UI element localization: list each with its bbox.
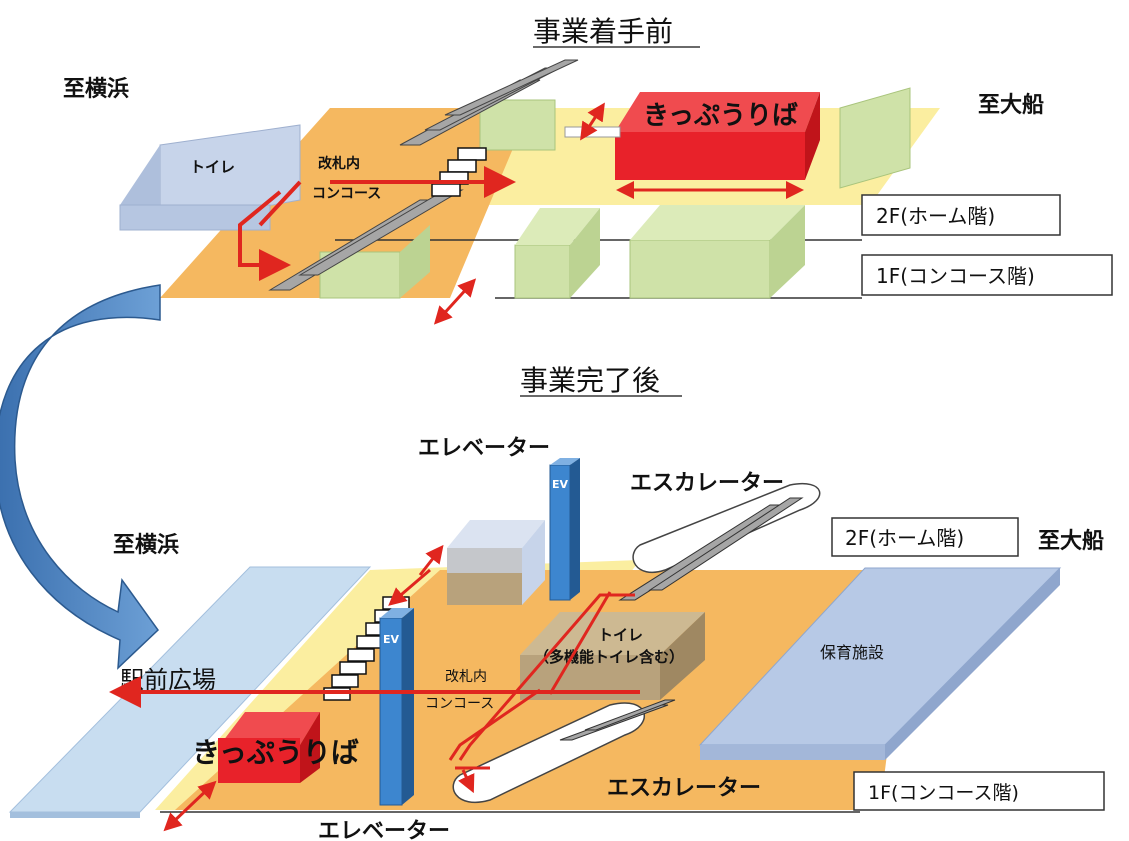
before-title: 事業着手前 (533, 15, 673, 48)
after-flow-arrows (109, 544, 640, 832)
after-2f-label: 2F(ホーム階) (845, 526, 964, 550)
after-nursery-label: 保育施設 (820, 643, 884, 662)
after-to-ofuna: 至大船 (1038, 528, 1104, 554)
before-to-ofuna: 至大船 (978, 92, 1044, 118)
before-stairs-lower (268, 189, 464, 291)
after-elevator-tall (549, 458, 580, 601)
before-concourse-floor (160, 108, 530, 298)
after-concourse-label-1: 改札内 (445, 669, 487, 685)
after-1f-label: 1F(コンコース階) (868, 782, 1019, 804)
after-upper-box (447, 520, 545, 605)
after-ticket-block (218, 712, 320, 783)
after-1f-box (853, 771, 1105, 811)
after-plaza-label: 駅前広場 (120, 666, 216, 694)
before-section: トイレ きっぷうりば (63, 15, 1113, 325)
before-2f-box (861, 194, 1061, 236)
before-1f-box (861, 254, 1113, 296)
after-to-yokohama: 至横浜 (113, 533, 179, 558)
after-nursery-block (698, 567, 1062, 760)
before-ticket-label: きっぷうりば (643, 101, 798, 131)
before-green-blocks (319, 87, 911, 299)
after-ev-mark-top: EV (552, 478, 569, 491)
after-title: 事業完了後 (520, 364, 660, 397)
after-toilet-label-1: トイレ (598, 626, 643, 644)
after-2f-box (831, 517, 1019, 557)
transition-arrow (0, 284, 161, 670)
before-concourse-label-2: コンコース (312, 186, 381, 202)
after-toilet-label-2: （多機能トイレ含む） (534, 648, 684, 666)
after-section: 事業完了後 駅前広場 保育施設 (8, 364, 1105, 841)
after-escalator-top-label: エスカレーター (630, 471, 784, 496)
before-toilet-label: トイレ (190, 158, 235, 176)
before-1f-label: 1F(コンコース階) (876, 264, 1035, 288)
after-escalator-lower (452, 699, 676, 803)
before-toilet-block (119, 124, 301, 231)
after-ev-mark-front: EV (383, 633, 400, 646)
after-escalator-bottom-label: エスカレーター (607, 776, 761, 801)
before-to-yokohama: 至横浜 (63, 77, 129, 102)
after-toilet-block (520, 612, 705, 700)
after-plaza (8, 566, 372, 818)
after-ticket-label: きっぷうりば (192, 736, 359, 769)
before-2f-label: 2F(ホーム階) (876, 204, 995, 228)
before-concourse-label-1: 改札内 (318, 155, 360, 172)
after-escalator-upper (618, 482, 821, 601)
before-ticket-block (564, 92, 820, 180)
after-elevator-front (379, 608, 414, 806)
before-stairs-upper (399, 59, 579, 146)
after-elevator-top-label: エレベーター (418, 436, 550, 461)
after-elevator-bottom-label: エレベーター (318, 819, 450, 841)
before-flow-arrows (238, 102, 804, 325)
after-concourse-label-2: コンコース (425, 696, 494, 712)
